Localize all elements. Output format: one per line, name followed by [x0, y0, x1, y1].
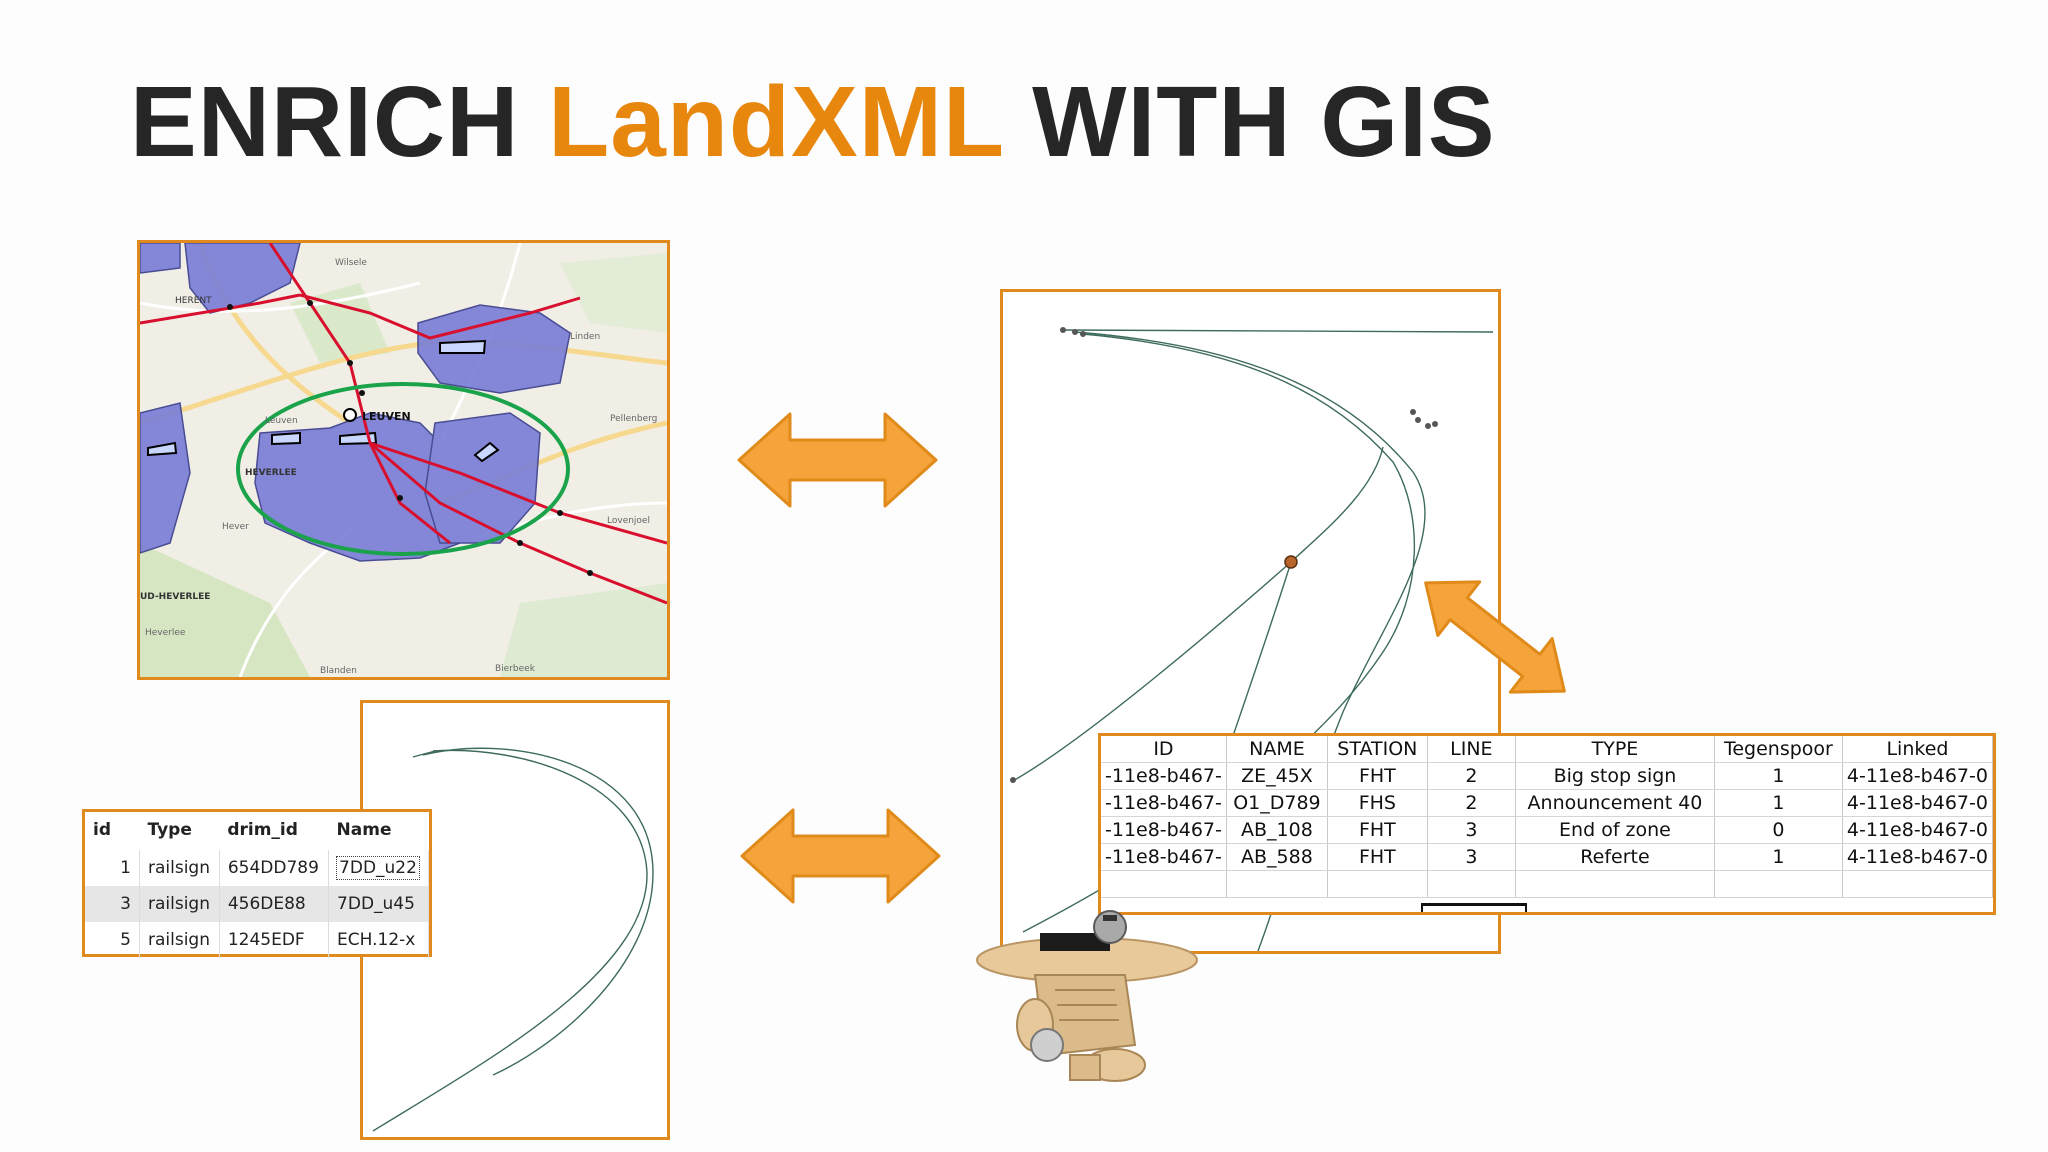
- cell-drim-id: 654DD789: [219, 850, 330, 886]
- double-arrow-horizontal-icon: [737, 412, 938, 508]
- sheet-col-station[interactable]: STATION: [1327, 736, 1428, 763]
- sheet-col-name[interactable]: NAME: [1226, 736, 1328, 763]
- sheet-row[interactable]: -11e8-b467- O1_D789 FHS 2 Announcement 4…: [1101, 789, 1993, 817]
- sheet-cell-name[interactable]: O1_D789: [1226, 789, 1328, 817]
- sheet-cell-linked[interactable]: 4-11e8-b467-0: [1842, 762, 1993, 790]
- sheet-cell-id[interactable]: -11e8-b467-: [1101, 762, 1227, 790]
- sheet-cell-line[interactable]: 2: [1427, 789, 1517, 817]
- sheet-cell-name[interactable]: ZE_45X: [1226, 762, 1328, 790]
- sheet-row[interactable]: -11e8-b467- ZE_45X FHT 2 Big stop sign 1…: [1101, 762, 1993, 790]
- sheet-cell-type[interactable]: Big stop sign: [1515, 762, 1715, 790]
- map-label-pellenberg: Pellenberg: [610, 414, 657, 424]
- map-label-heverlee: HEVERLEE: [245, 468, 297, 478]
- sheet-cell-tegenspoor[interactable]: 1: [1714, 843, 1843, 871]
- sheet-cell-type[interactable]: End of zone: [1515, 816, 1715, 844]
- cell-drim-id: 1245EDF: [219, 922, 330, 958]
- gis-map-panel: HERENT Wilsele Linden Leuven Pellenberg …: [137, 240, 670, 680]
- sheet-header-row: ID NAME STATION LINE TYPE Tegenspoor Lin…: [1101, 736, 1993, 763]
- attribute-table-header: id Type drim_id Name: [85, 812, 429, 850]
- map-label-leuven: LEUVEN: [362, 410, 411, 423]
- col-id[interactable]: id: [93, 820, 111, 840]
- table-row[interactable]: 1 railsign 654DD789 7DD_u22: [85, 850, 429, 886]
- map-label-oud-heverlee-small: Heverlee: [145, 628, 186, 638]
- sheet-col-id[interactable]: ID: [1101, 736, 1227, 763]
- wooden-plane-robot-icon: [976, 910, 1198, 1082]
- gis-attribute-table: id Type drim_id Name 1 railsign 654DD789…: [82, 809, 432, 958]
- sheet-cell-linked[interactable]: 4-11e8-b467-0: [1842, 789, 1993, 817]
- cell-id: 3: [85, 886, 140, 922]
- map-label-heverlee-small: Hever: [222, 522, 249, 532]
- sheet-row[interactable]: -11e8-b467- AB_588 FHT 3 Referte 1 4-11e…: [1101, 843, 1993, 871]
- title-accent: LandXML: [548, 66, 1004, 178]
- sheet-cell-station[interactable]: FHT: [1327, 843, 1428, 871]
- sheet-cell-tegenspoor[interactable]: 0: [1714, 816, 1843, 844]
- sheet-cell-station[interactable]: FHT: [1327, 762, 1428, 790]
- cell-type: railsign: [139, 922, 220, 958]
- cell-selection-marker: [1421, 903, 1527, 912]
- cell-id: 5: [85, 922, 140, 958]
- sheet-row[interactable]: -11e8-b467- AB_108 FHT 3 End of zone 0 4…: [1101, 816, 1993, 844]
- sheet-cell-type[interactable]: Referte: [1515, 843, 1715, 871]
- double-arrow-horizontal-icon: [740, 808, 941, 904]
- cell-name-value[interactable]: 7DD_u22: [336, 856, 420, 880]
- cad-alignment-lines-small: [372, 747, 654, 1132]
- cell-name[interactable]: 7DD_u22: [328, 850, 429, 886]
- sheet-cell-line[interactable]: 3: [1427, 816, 1517, 844]
- double-arrow-diagonal-icon: [1424, 580, 1566, 694]
- cell-id: 1: [85, 850, 140, 886]
- sheet-cell-type[interactable]: Announcement 40: [1515, 789, 1715, 817]
- table-row[interactable]: 3 railsign 456DE88 7DD_u45: [85, 886, 429, 922]
- map-label-blanden: Blanden: [320, 666, 357, 676]
- col-name[interactable]: Name: [336, 820, 392, 840]
- cell-type: railsign: [139, 850, 220, 886]
- sheet-row-empty[interactable]: [1101, 870, 1993, 898]
- title-part-2: WITH GIS: [1003, 66, 1496, 178]
- sheet-col-line[interactable]: LINE: [1427, 736, 1517, 763]
- col-type[interactable]: Type: [147, 820, 192, 840]
- sheet-cell-station[interactable]: FHS: [1327, 789, 1428, 817]
- sheet-col-type[interactable]: TYPE: [1515, 736, 1715, 763]
- map-label-lovenjoel: Lovenjoel: [607, 516, 650, 526]
- sheet-cell-tegenspoor[interactable]: 1: [1714, 762, 1843, 790]
- map-label-leuven-small: Leuven: [265, 416, 298, 426]
- table-row[interactable]: 5 railsign 1245EDF ECH.12-x: [85, 922, 429, 958]
- map-label-bierbeek: Bierbeek: [495, 664, 536, 674]
- map-label-herent: HERENT: [175, 296, 212, 306]
- map-label-wilsele: Wilsele: [335, 258, 367, 268]
- sheet-cell-id[interactable]: -11e8-b467-: [1101, 843, 1227, 871]
- sheet-cell-name[interactable]: AB_108: [1226, 816, 1328, 844]
- sheet-cell-linked[interactable]: 4-11e8-b467-0: [1842, 816, 1993, 844]
- sheet-cell-station[interactable]: FHT: [1327, 816, 1428, 844]
- sheet-cell-line[interactable]: 2: [1427, 762, 1517, 790]
- slide-title: ENRICH LandXML WITH GIS: [130, 62, 1496, 182]
- sheet-cell-line[interactable]: 3: [1427, 843, 1517, 871]
- sheet-cell-id[interactable]: -11e8-b467-: [1101, 789, 1227, 817]
- cell-name[interactable]: ECH.12-x: [328, 922, 429, 958]
- map-label-oud-heverlee: UD-HEVERLEE: [140, 592, 210, 602]
- gis-map: HERENT Wilsele Linden Leuven Pellenberg …: [140, 243, 667, 677]
- sheet-col-tegenspoor[interactable]: Tegenspoor: [1714, 736, 1843, 763]
- map-label-linden: Linden: [570, 332, 600, 342]
- sheet-cell-tegenspoor[interactable]: 1: [1714, 789, 1843, 817]
- cell-drim-id: 456DE88: [219, 886, 330, 922]
- sheet-cell-linked[interactable]: 4-11e8-b467-0: [1842, 843, 1993, 871]
- cell-name[interactable]: 7DD_u45: [328, 886, 429, 922]
- sheet-cell-id[interactable]: -11e8-b467-: [1101, 816, 1227, 844]
- title-part-1: ENRICH: [130, 66, 549, 178]
- sheet-cell-name[interactable]: AB_588: [1226, 843, 1328, 871]
- cell-type: railsign: [139, 886, 220, 922]
- landxml-attribute-sheet: ID NAME STATION LINE TYPE Tegenspoor Lin…: [1098, 733, 1996, 915]
- sheet-col-linked[interactable]: Linked: [1842, 736, 1993, 763]
- col-drim-id[interactable]: drim_id: [227, 820, 298, 840]
